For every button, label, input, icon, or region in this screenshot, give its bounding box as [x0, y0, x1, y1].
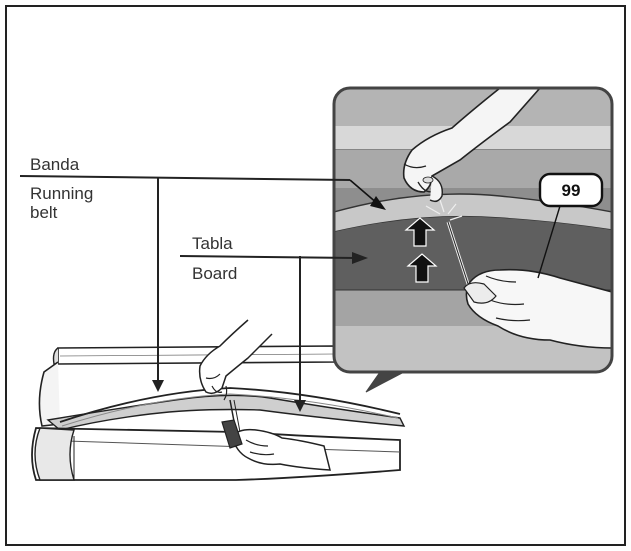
label-belt: belt	[30, 203, 58, 222]
inset-detail-panel	[332, 86, 614, 393]
inset-hand-lifting-belt	[402, 88, 542, 203]
upward-arrows	[404, 217, 438, 283]
inset-border	[332, 86, 614, 374]
treadmill-running-belt	[59, 387, 401, 423]
leader-lines	[19, 175, 368, 412]
treadmill-illustration	[31, 319, 406, 481]
inset-hand-with-spray-can	[463, 268, 612, 349]
arrow-up-lower	[406, 253, 438, 283]
label-board: Board	[192, 264, 238, 283]
inset-callout-pointer	[365, 371, 405, 393]
label-banda: Banda	[30, 155, 80, 174]
treadmill-deck	[46, 394, 406, 431]
lubricant-part-badge: 99	[538, 172, 604, 208]
inset-board	[334, 216, 612, 290]
hand-with-spray-can	[221, 419, 331, 471]
label-running: Running	[30, 184, 94, 203]
hand-lifting-belt	[198, 319, 273, 401]
label-tabla: Tabla	[192, 234, 233, 253]
arrow-up-upper	[404, 217, 436, 247]
spray-lines	[425, 199, 463, 221]
badge-number: 99	[562, 181, 581, 200]
